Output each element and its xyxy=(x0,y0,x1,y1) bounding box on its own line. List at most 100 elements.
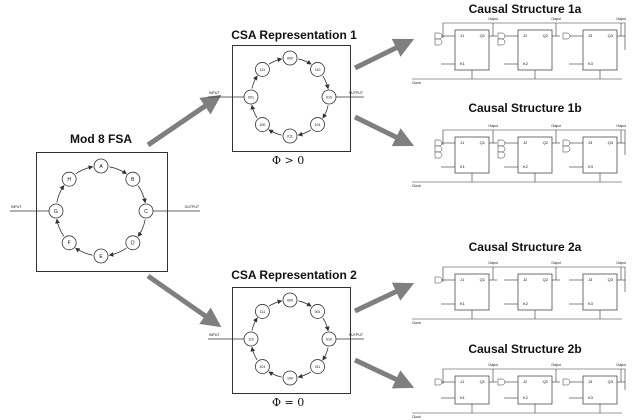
cs1a-logic-gate xyxy=(434,38,443,46)
csa2-title: CSA Representation 2 xyxy=(231,268,357,282)
arrow-csa2-to-cs2b xyxy=(353,357,415,389)
fsa-state-node xyxy=(93,158,109,174)
cs2a-k-label: K2 xyxy=(523,301,529,306)
cs1a-output-label: Output xyxy=(551,17,561,21)
cs2b-q-label: Q3 xyxy=(608,379,614,384)
cs1a-q-label: Q3 xyxy=(608,33,614,38)
csa2-transition xyxy=(322,347,329,361)
fsa-transition xyxy=(55,218,65,237)
fsa-state-label: D xyxy=(131,241,135,247)
cs1b-q-label: Q1 xyxy=(480,140,486,145)
cs1a-clock-label: Clock xyxy=(412,81,421,85)
csa1-transition xyxy=(251,75,258,89)
fsa-state-label: F xyxy=(68,241,71,247)
cs2b-j-label: J2 xyxy=(523,379,528,384)
csa2-transition xyxy=(298,300,312,307)
cs2a-k-label: K1 xyxy=(460,301,466,306)
cs2b-logic-gate xyxy=(562,378,571,386)
cs2b-logic-gate xyxy=(497,378,506,386)
fsa-state-node xyxy=(93,248,109,264)
cs2a-output-label: Output xyxy=(488,261,498,265)
cs2a-q-label: Q1 xyxy=(480,277,486,282)
csa1-state-node xyxy=(282,50,298,66)
cs1a-k-label: K2 xyxy=(523,61,529,66)
fsa-state-label: B xyxy=(131,177,135,183)
csa1-state-node xyxy=(282,128,298,144)
fsa-state-node xyxy=(61,235,77,251)
cs2a-q-label: Q2 xyxy=(543,277,549,282)
cs1a-q-label: Q1 xyxy=(480,33,486,38)
cs1b-j-label: J3 xyxy=(588,140,593,145)
csa1-state-label: 011 xyxy=(287,134,293,138)
cs2b-k-label: K1 xyxy=(460,395,466,400)
fsa-transition xyxy=(108,247,127,257)
fsa-state-label: G xyxy=(54,209,58,215)
csa1-transition xyxy=(250,104,258,119)
csa1-state-node xyxy=(310,62,325,77)
csa1-transition xyxy=(268,57,283,65)
fsa-transition xyxy=(109,166,127,175)
cs2a-j-label: J2 xyxy=(523,277,528,282)
cs1a-flipflop-2 xyxy=(517,29,553,71)
csa2-state-label: 010 xyxy=(326,337,332,341)
csa2-state-node xyxy=(255,304,270,319)
cs2b-output-label: Output xyxy=(488,363,498,367)
cs1b-j-label: J2 xyxy=(523,140,528,145)
cs2a-flipflop-1 xyxy=(454,273,490,311)
fsa-output-label: OUTPUT xyxy=(185,205,200,209)
csa2-state-label: 011 xyxy=(315,365,321,369)
csa1-output-label: OUTPUT xyxy=(349,91,364,95)
cs1a-logic-gate xyxy=(434,32,443,40)
csa2-transition xyxy=(322,317,330,332)
cs1a-j-label: J2 xyxy=(523,33,528,38)
csa1-transition xyxy=(297,129,312,137)
cs2a-circuit: ClockJ1K1Q1OutputJ2K2Q2OutputJ3K3Q3Outpu… xyxy=(412,261,626,325)
fsa-transition xyxy=(75,247,93,256)
csa2-state-label: 111 xyxy=(260,310,265,314)
csa1-state-label: 001 xyxy=(248,95,254,99)
csa2-state-node xyxy=(310,304,325,319)
csa1-state-label: 100 xyxy=(259,123,265,127)
cs2b-clock-label: Clock xyxy=(412,415,421,419)
csa2-transition xyxy=(297,371,312,379)
cs1a-j-label: J3 xyxy=(588,33,593,38)
cs1a-circuit: ClockJ1K1Q1OutputJ2K2Q2OutputJ3K3Q3Outpu… xyxy=(412,17,626,85)
cs2b-circuit: ClockJ1K1Q1OutputJ2K2Q2OutputJ3K3Q3Outpu… xyxy=(412,363,626,419)
cs1b-logic-gate xyxy=(562,139,571,147)
cs1b-logic-gate xyxy=(497,151,506,159)
fsa-transition xyxy=(137,219,146,237)
fsa-state-label: H xyxy=(67,177,71,183)
cs2a-flipflop-3 xyxy=(582,273,618,311)
phi-csa2-label: Φ = 0 xyxy=(272,396,305,409)
fsa-state-node xyxy=(125,235,141,251)
cs1a-k-label: K1 xyxy=(460,61,466,66)
cs1a-feedback-line xyxy=(442,22,626,50)
cs2b-k-label: K3 xyxy=(588,395,594,400)
csa1-state-node xyxy=(255,117,270,132)
cs2b-flipflop-2 xyxy=(517,375,553,405)
csa1-state-label: 110 xyxy=(315,68,321,72)
cs1a-logic-gate xyxy=(562,32,571,40)
csa2-state-label: 101 xyxy=(259,365,265,369)
cs1b-k-label: K3 xyxy=(588,164,594,169)
cs1b-logic-gate xyxy=(434,145,443,153)
csa2-state-node xyxy=(282,370,298,386)
cs2b-q-label: Q1 xyxy=(480,379,486,384)
cs1b-title: Causal Structure 1b xyxy=(468,101,582,115)
csa2-state-node xyxy=(282,292,298,308)
cs1a-flipflop-1 xyxy=(454,29,490,71)
cs1b-feedback-line xyxy=(442,129,626,155)
cs2b-q-label: Q2 xyxy=(543,379,549,384)
csa1-state-node xyxy=(255,62,270,77)
fsa-transition xyxy=(56,185,65,203)
cs1b-logic-gate xyxy=(434,151,443,159)
csa1-state-label: 111 xyxy=(260,68,265,72)
cs2b-flipflop-1 xyxy=(454,375,490,405)
cs1b-logic-gate xyxy=(497,139,506,147)
cs1a-logic-gate xyxy=(497,32,506,40)
cs2b-feedback-line xyxy=(442,368,626,390)
fsa-transition xyxy=(137,185,147,204)
